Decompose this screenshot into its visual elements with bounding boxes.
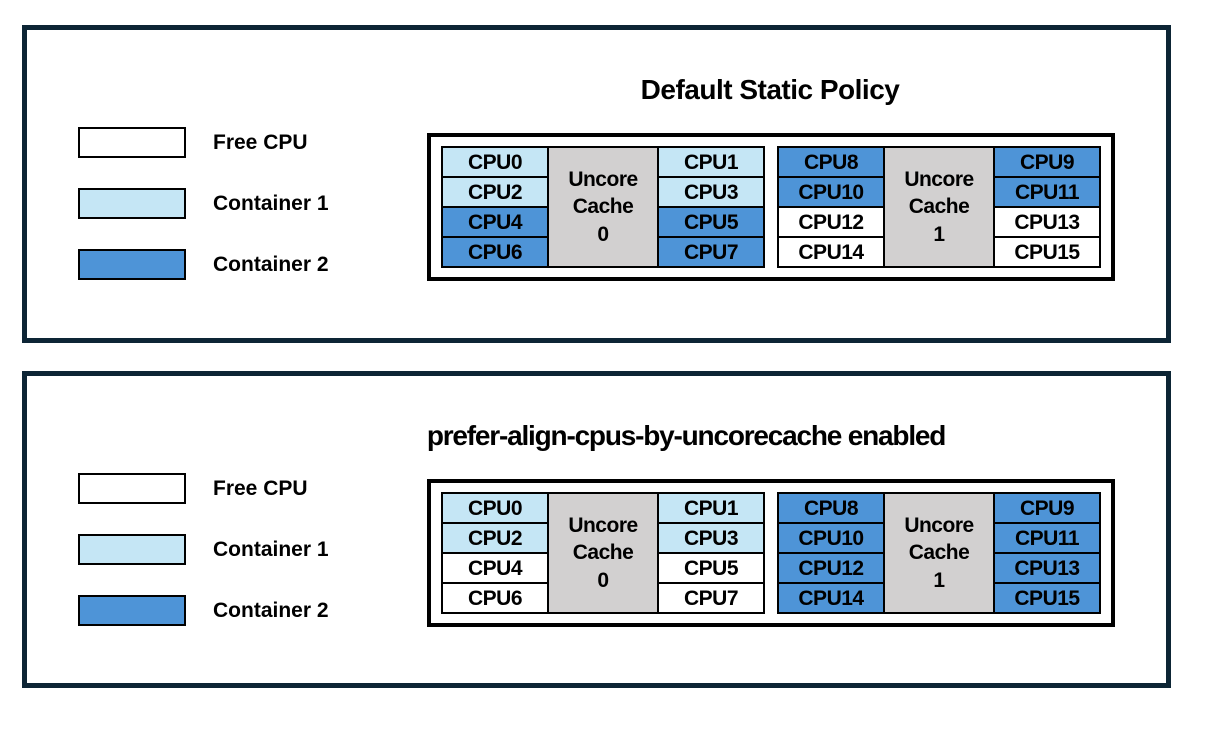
- uncore-cache-0-cell: Uncore Cache 0: [549, 148, 657, 266]
- cpu-cell: CPU2: [443, 178, 547, 206]
- cpu-cell: CPU9: [995, 148, 1099, 176]
- uncore-cache-0-cell: Uncore Cache 0: [549, 494, 657, 612]
- uncore-cache-1-cluster: CPU8 CPU9 CPU10 CPU11 CPU12 CPU13 CPU14 …: [777, 146, 1101, 268]
- cpu-cell: CPU0: [443, 148, 547, 176]
- cpu-topology-diagram: CPU0 CPU1 CPU2 CPU3 CPU4 CPU5 CPU6 CPU7 …: [427, 133, 1115, 281]
- legend-item-free-cpu: Free CPU: [78, 473, 329, 504]
- cpu-cell: CPU15: [995, 238, 1099, 266]
- legend-swatch-container-2: [78, 595, 186, 626]
- cpu-cell: CPU10: [779, 178, 883, 206]
- legend: Free CPU Container 1 Container 2: [78, 127, 329, 280]
- cpu-cell: CPU9: [995, 494, 1099, 522]
- cpu-cell: CPU12: [779, 554, 883, 582]
- legend-item-container-2: Container 2: [78, 249, 329, 280]
- cpu-cell: CPU3: [659, 524, 763, 552]
- legend-label: Container 1: [213, 191, 329, 215]
- cpu-cell: CPU8: [779, 494, 883, 522]
- legend-swatch-container-1: [78, 188, 186, 219]
- uncore-cache-1-cluster: CPU8 CPU9 CPU10 CPU11 CPU12 CPU13 CPU14 …: [777, 492, 1101, 614]
- cpu-cell: CPU5: [659, 208, 763, 236]
- legend-label: Free CPU: [213, 130, 308, 154]
- cpu-cell: CPU5: [659, 554, 763, 582]
- cpu-cell: CPU8: [779, 148, 883, 176]
- legend-swatch-free-cpu: [78, 127, 186, 158]
- panel-title: prefer-align-cpus-by-uncorecache enabled: [426, 420, 947, 451]
- cpu-cell: CPU11: [995, 524, 1099, 552]
- uncore-cache-1-cell: Uncore Cache 1: [885, 148, 993, 266]
- cpu-topology-diagram: CPU0 CPU1 CPU2 CPU3 CPU4 CPU5 CPU6 CPU7 …: [427, 479, 1115, 627]
- cpu-cell: CPU3: [659, 178, 763, 206]
- cpu-cell: CPU12: [779, 208, 883, 236]
- cpu-cell: CPU2: [443, 524, 547, 552]
- legend-item-container-1: Container 1: [78, 534, 329, 565]
- cpu-cell: CPU6: [443, 584, 547, 612]
- legend-item-container-1: Container 1: [78, 188, 329, 219]
- legend-label: Container 2: [213, 252, 329, 276]
- cpu-cell: CPU7: [659, 238, 763, 266]
- uncore-cache-1-cell: Uncore Cache 1: [885, 494, 993, 612]
- cpu-cell: CPU10: [779, 524, 883, 552]
- panel-title: Default Static Policy: [640, 74, 900, 105]
- legend-swatch-container-1: [78, 534, 186, 565]
- legend-label: Free CPU: [213, 476, 308, 500]
- cpu-cell: CPU13: [995, 554, 1099, 582]
- cpu-cell: CPU13: [995, 208, 1099, 236]
- cpu-cell: CPU11: [995, 178, 1099, 206]
- panel-default-static-policy: Default Static Policy Free CPU Container…: [22, 25, 1171, 343]
- cpu-cell: CPU1: [659, 148, 763, 176]
- cpu-cell: CPU14: [779, 584, 883, 612]
- cpu-cell: CPU15: [995, 584, 1099, 612]
- panel-prefer-align-cpus-by-uncorecache: prefer-align-cpus-by-uncorecache enabled…: [22, 371, 1171, 688]
- legend-label: Container 1: [213, 537, 329, 561]
- cpu-cell: CPU0: [443, 494, 547, 522]
- legend-item-container-2: Container 2: [78, 595, 329, 626]
- legend-item-free-cpu: Free CPU: [78, 127, 329, 158]
- uncore-cache-0-cluster: CPU0 CPU1 CPU2 CPU3 CPU4 CPU5 CPU6 CPU7 …: [441, 492, 765, 614]
- uncore-cache-0-cluster: CPU0 CPU1 CPU2 CPU3 CPU4 CPU5 CPU6 CPU7 …: [441, 146, 765, 268]
- legend-swatch-free-cpu: [78, 473, 186, 504]
- cpu-cell: CPU14: [779, 238, 883, 266]
- cpu-cell: CPU1: [659, 494, 763, 522]
- legend-swatch-container-2: [78, 249, 186, 280]
- cpu-cell: CPU4: [443, 208, 547, 236]
- cpu-cell: CPU4: [443, 554, 547, 582]
- cpu-cell: CPU7: [659, 584, 763, 612]
- legend: Free CPU Container 1 Container 2: [78, 473, 329, 626]
- legend-label: Container 2: [213, 598, 329, 622]
- cpu-cell: CPU6: [443, 238, 547, 266]
